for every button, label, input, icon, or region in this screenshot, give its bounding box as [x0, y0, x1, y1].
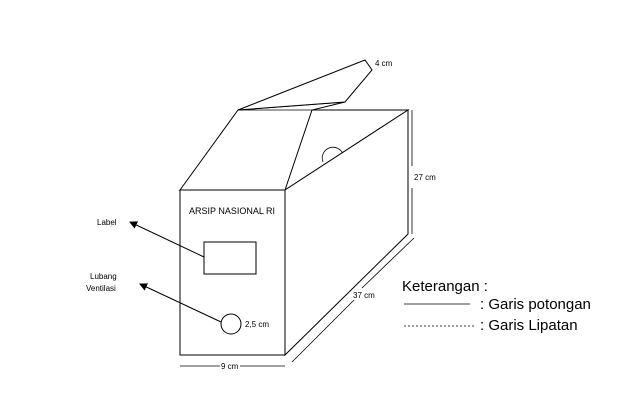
legend-fold-line-text: : Garis Lipatan — [480, 317, 578, 334]
ventilation-hole — [220, 313, 242, 335]
label-callout: Label — [97, 218, 117, 227]
vent-callout-line2: Ventilasi — [86, 284, 116, 293]
vent-arrow — [139, 283, 222, 323]
box-lid-tab — [237, 59, 373, 111]
length-dim-line-upper — [361, 237, 415, 289]
vent-callout-line1: Lubang — [90, 272, 117, 281]
legend-title: Keterangan : — [402, 278, 488, 295]
length-dim-line-lower — [291, 299, 355, 363]
label-arrow — [129, 221, 205, 258]
box-front-face — [179, 189, 286, 356]
height-dimension: 27 cm — [414, 173, 436, 182]
front-title: ARSIP NASIONAL RI — [189, 206, 275, 216]
width-dimension: 9 cm — [221, 362, 239, 371]
legend-cut-line-text: : Garis potongan — [480, 296, 591, 313]
flap-dimension: 4 cm — [375, 59, 393, 68]
label-rectangle — [203, 241, 257, 275]
hole-size-label: 2,5 cm — [245, 320, 269, 329]
length-dimension: 37 cm — [353, 291, 375, 300]
thumb-notch — [321, 146, 344, 163]
